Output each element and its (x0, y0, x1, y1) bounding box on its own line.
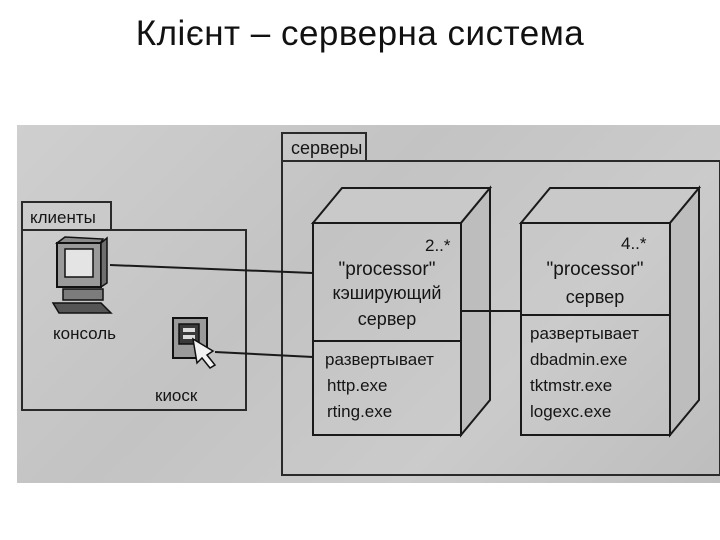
node-name: сервер (566, 287, 624, 307)
node-deploys-label: развертывает (530, 324, 639, 343)
node-multiplicity: 4..* (621, 234, 647, 253)
servers-package-body (281, 160, 720, 476)
node-stereotype: "processor" (339, 259, 436, 280)
node-artifact: tktmstr.exe (530, 376, 612, 395)
node-multiplicity: 2..* (425, 236, 451, 255)
node-artifact: rting.exe (327, 402, 392, 421)
servers-package: серверы (281, 132, 720, 476)
servers-package-label: серверы (291, 138, 362, 158)
client-label-kiosk: киоск (155, 386, 198, 405)
node-deploys-label: развертывает (325, 350, 434, 369)
node-server: 4..* "processor" сервер развертывает dba… (518, 185, 702, 438)
node-caching-server: 2..* "processor" кэширующий сервер разве… (310, 185, 493, 438)
node-name: сервер (358, 309, 416, 329)
node-stereotype: "processor" (547, 259, 644, 280)
node-artifact: dbadmin.exe (530, 350, 627, 369)
connector-kiosk-to-caching-server (214, 351, 314, 358)
page-title: Клієнт – серверна система (135, 14, 585, 53)
kiosk-terminal-icon (172, 317, 217, 369)
clients-package-label: клиенты (30, 208, 96, 227)
connector-console-to-caching-server (109, 264, 314, 274)
desktop-computer-icon (51, 236, 113, 314)
clients-package-body (21, 229, 247, 411)
deployment-diagram-figure: серверы клиенты 2..* "processor" кэширую… (17, 125, 720, 483)
client-label-console: консоль (53, 324, 116, 343)
node-name: кэширующий (333, 283, 442, 303)
node-artifact: logexc.exe (530, 402, 611, 421)
node-artifact: http.exe (327, 376, 388, 395)
clients-package: клиенты (21, 201, 247, 411)
